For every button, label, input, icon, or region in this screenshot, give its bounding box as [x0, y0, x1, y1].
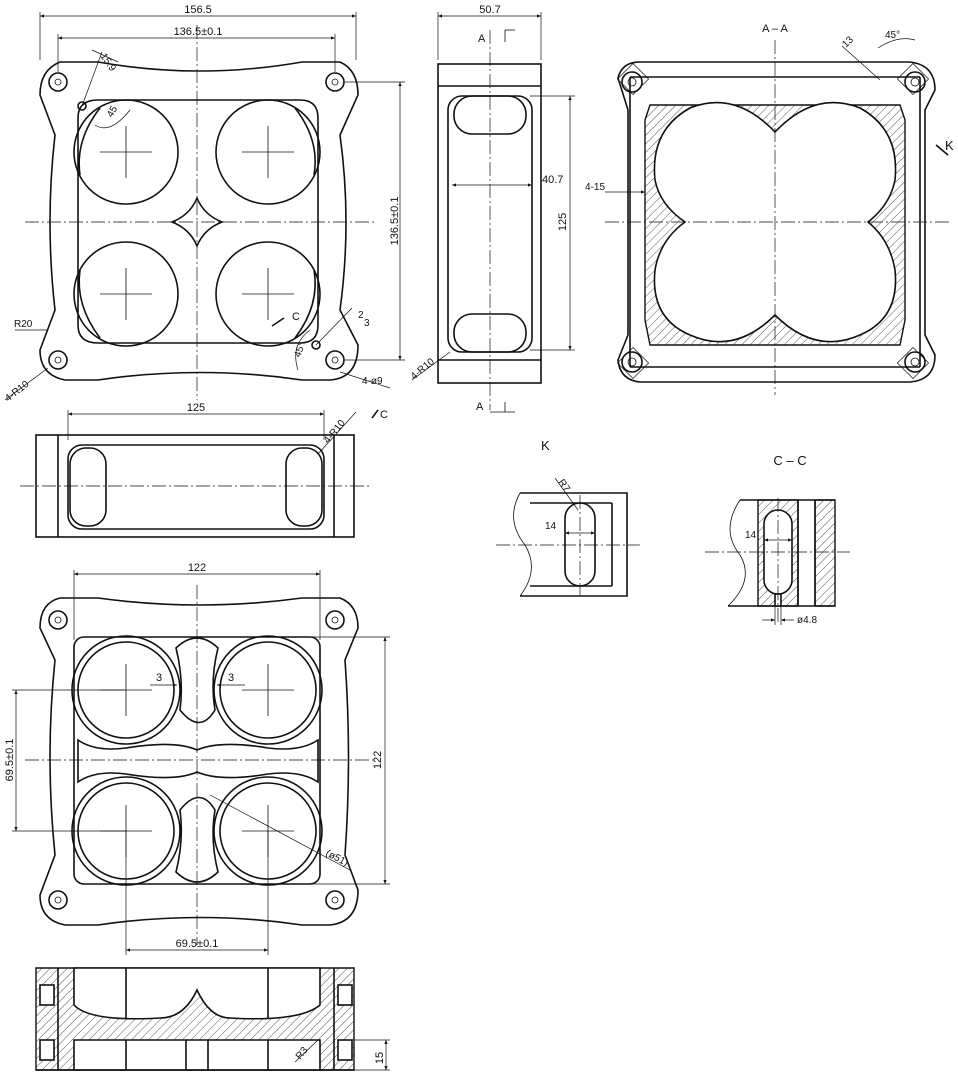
- dim-k-radius: R7: [556, 477, 573, 494]
- dim-angle-top: 45: [105, 104, 120, 120]
- cut-label-c-top: C: [292, 311, 300, 323]
- dim-overall-width: 156.5: [184, 4, 212, 16]
- dim-section-chamfer: 13: [840, 34, 856, 50]
- dim-gap-right: 3: [228, 672, 234, 684]
- dim-gap-left: 3: [156, 672, 162, 684]
- dim-cc-slot-width: 14: [745, 530, 757, 541]
- dim-section-thickness: 15: [374, 1052, 386, 1064]
- bottom-view: 122 122 3 3 69.5±0.1 69.5±0.1 (ø51): [4, 562, 390, 955]
- top-view: 156.5 136.5±0.1 136.5±0.1 15.9 45 R20 4-…: [3, 4, 405, 421]
- section-aa-view: A – A 4-15 13 45° K: [585, 23, 954, 395]
- dim-angle-bottom: 45°: [292, 341, 308, 359]
- dim-width: 50.7: [479, 4, 500, 16]
- section-label-a-top: A: [478, 33, 486, 45]
- side-view: A A 50.7 40.7 125 4-R10: [409, 4, 575, 413]
- dim-bottom-width: 122: [188, 562, 206, 574]
- bottom-section-view: 15 R3: [35, 967, 390, 1071]
- view-k: K R7 14: [496, 438, 640, 597]
- dim-section-slot: 4-15: [585, 182, 605, 193]
- dim-bolt-spacing-x: 136.5±0.1: [174, 26, 223, 38]
- dim-cc-hole-dia: ø4.8: [797, 615, 817, 626]
- dim-small-3: 3: [364, 318, 370, 329]
- dim-bolt-spacing-y: 136.5±0.1: [389, 197, 401, 246]
- dim-edge-radius: 4-R10: [3, 379, 32, 405]
- section-cc-label: C – C: [773, 453, 806, 468]
- section-aa-label: A – A: [762, 23, 788, 35]
- section-label-a-bottom: A: [476, 401, 484, 413]
- section-cc-view: C – C 14 ø4.8: [705, 453, 850, 626]
- dim-bottom-height: 122: [372, 751, 384, 769]
- dim-small-2: 2: [358, 310, 364, 321]
- front-view: 125 4-R10: [20, 402, 370, 538]
- dim-k-slot-width: 14: [545, 521, 557, 532]
- view-k-label: K: [541, 438, 550, 453]
- dim-bore-spacing-y: 69.5±0.1: [4, 739, 16, 782]
- dim-height: 125: [557, 213, 569, 231]
- dim-front-edge-radius: 4-R10: [322, 418, 348, 446]
- dim-corner-radius: R20: [14, 319, 33, 330]
- dim-bore-spacing-x: 69.5±0.1: [176, 938, 219, 950]
- dim-front-length: 125: [187, 402, 205, 414]
- dim-side-edge-radius: 4-R10: [409, 356, 437, 382]
- cut-label-c-bottom: C: [380, 409, 388, 421]
- dim-inner-depth: 40.7: [542, 174, 563, 186]
- view-arrow-k: K: [945, 138, 954, 153]
- dim-section-angle: 45°: [885, 30, 900, 41]
- dim-bolt-holes: 4-ø9: [362, 376, 383, 387]
